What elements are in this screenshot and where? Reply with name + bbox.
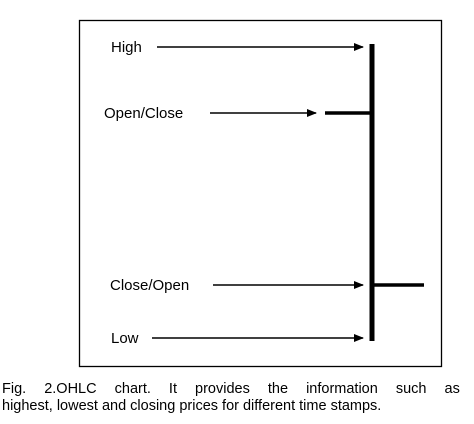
caption-line-2: highest, lowest and closing prices for d… [2,398,382,414]
label-close-open: Close/Open [110,277,189,294]
label-high: High [111,39,142,56]
ohlc-diagram: High Open/Close Close/Open Low [78,19,443,368]
figure-caption: Fig. 2.OHLC chart. It provides the infor… [2,381,474,415]
label-low: Low [111,330,139,347]
caption-line-1: Fig. 2.OHLC chart. It provides the infor… [2,381,474,397]
diagram-frame [78,19,443,368]
label-open-close: Open/Close [104,105,183,122]
